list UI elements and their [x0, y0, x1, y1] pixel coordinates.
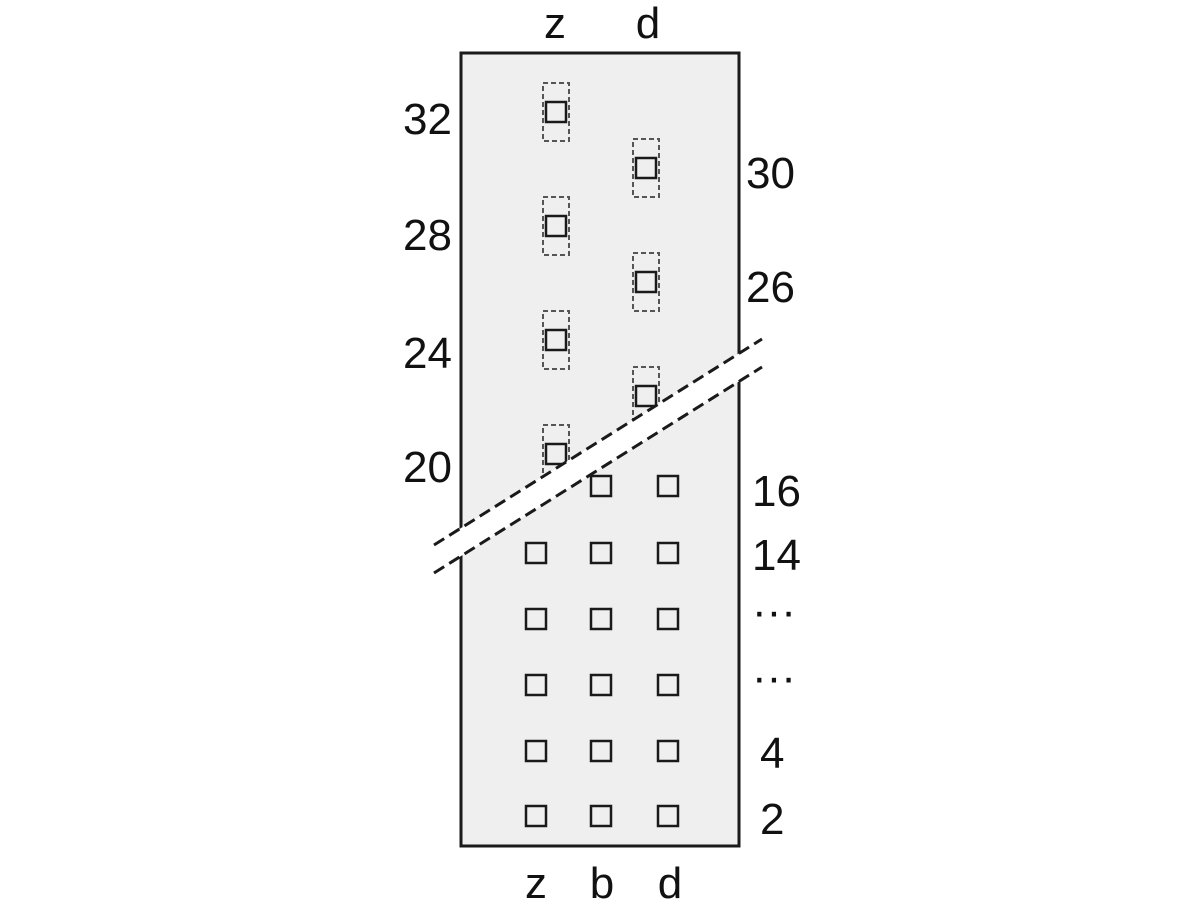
- pin-frame-d-0: [632, 138, 660, 198]
- pin-d-2: [634, 384, 658, 408]
- pin-lower-r4-c1: [589, 739, 613, 763]
- pin-lower-r5-c1: [589, 804, 613, 828]
- pin-d-1: [634, 270, 658, 294]
- left-row-label-32: 32: [403, 95, 452, 144]
- pin-frame-z-0: [542, 82, 570, 142]
- left-row-label-24: 24: [403, 329, 452, 378]
- pin-lower-r0-c2: [656, 474, 680, 498]
- break-line-upper: [433, 337, 763, 547]
- pin-z-0: [544, 100, 568, 124]
- pin-lower-r4-c0: [524, 739, 548, 763]
- pin-lower-r2-c1: [589, 607, 613, 631]
- pin-lower-r0-c1: [589, 474, 613, 498]
- pin-lower-r2-c2: [656, 607, 680, 631]
- pin-z-3: [544, 442, 568, 466]
- lower-pin-group: [524, 474, 680, 828]
- pin-lower-r4-c2: [656, 739, 680, 763]
- right-row-label-ellipsis-2: ···: [752, 653, 796, 702]
- break-line-lower: [433, 365, 763, 575]
- right-row-label-4: 4: [760, 729, 784, 778]
- pin-frame-z-1: [542, 196, 570, 256]
- pin-z-1: [544, 214, 568, 238]
- bottom-column-label-d: d: [658, 859, 682, 900]
- upper-pin-group: [542, 82, 660, 484]
- right-row-label-ellipsis-1: ···: [752, 587, 796, 636]
- top-column-label-z: z: [544, 0, 566, 48]
- break-band: [434, 339, 762, 573]
- pin-d-0: [634, 156, 658, 180]
- top-column-label-d: d: [636, 0, 660, 48]
- right-row-label-26: 26: [746, 263, 795, 312]
- pin-lower-r1-c0: [524, 541, 548, 565]
- pin-lower-r1-c2: [656, 541, 680, 565]
- left-row-label-20: 20: [403, 443, 452, 492]
- right-row-label-2: 2: [760, 795, 784, 844]
- pin-lower-r1-c1: [589, 541, 613, 565]
- break-mark: [433, 337, 763, 575]
- pin-lower-r5-c0: [524, 804, 548, 828]
- pin-lower-r3-c0: [524, 673, 548, 697]
- left-row-label-28: 28: [403, 211, 452, 260]
- pin-frame-d-1: [632, 252, 660, 312]
- pin-lower-r5-c2: [656, 804, 680, 828]
- pin-lower-r2-c0: [524, 607, 548, 631]
- right-row-label-14: 14: [752, 531, 801, 580]
- bottom-column-label-z: z: [525, 859, 547, 900]
- pin-z-2: [544, 328, 568, 352]
- right-row-label-16: 16: [752, 467, 801, 516]
- pin-lower-r3-c1: [589, 673, 613, 697]
- bottom-column-label-b: b: [590, 859, 614, 900]
- pin-lower-r3-c2: [656, 673, 680, 697]
- pin-frame-z-2: [542, 310, 570, 370]
- right-row-label-30: 30: [746, 149, 795, 198]
